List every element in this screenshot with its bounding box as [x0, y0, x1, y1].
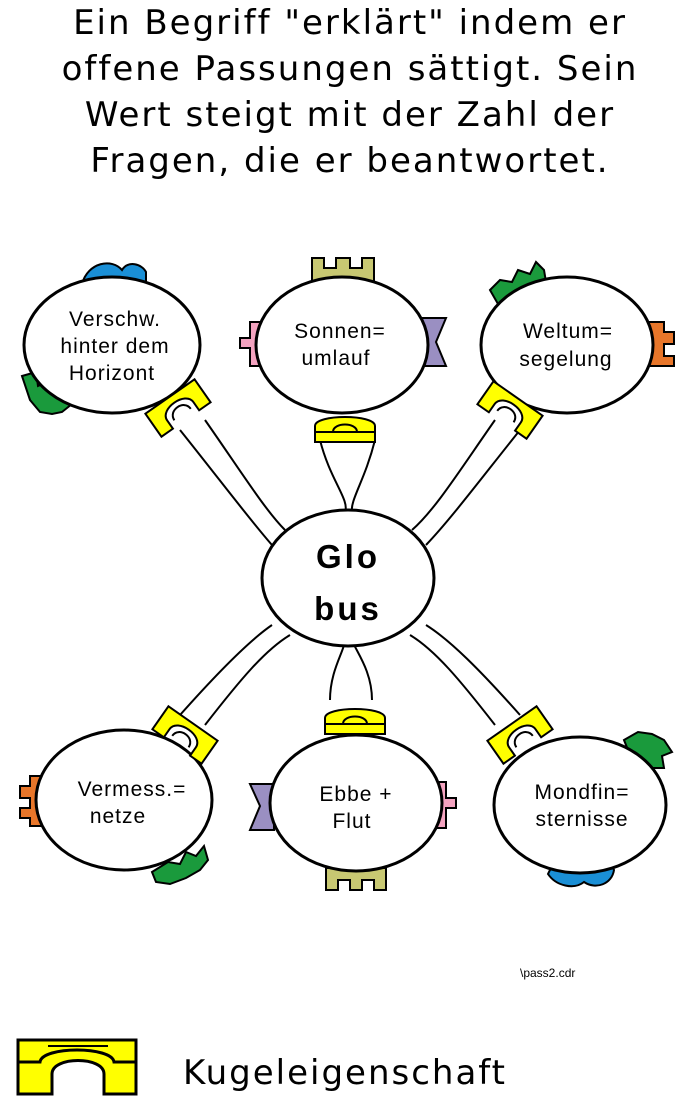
file-name-label: \pass2.cdr — [520, 966, 576, 980]
node-tide: Ebbe + Flut — [248, 708, 457, 891]
yellow-connector-icon — [314, 416, 376, 443]
heading: Ein Begriff "erklärt" indem er offene Pa… — [0, 0, 700, 184]
legend-label: Kugeleigenschaft — [183, 1053, 508, 1093]
node-eclipse-line-2: sternisse — [535, 808, 628, 831]
node-sun: Sonnen= umlauf — [239, 257, 448, 443]
node-sun-line-2: umlauf — [301, 347, 370, 370]
heading-line-2: offene Passungen sättigt. Sein — [61, 49, 639, 89]
node-world: Weltum= segelung — [476, 260, 675, 440]
center-label-line-2: bus — [314, 590, 382, 627]
node-horizon: Verschw. hinter dem Horizont — [20, 262, 212, 438]
node-eclipse-line-1: Mondfin= — [535, 781, 630, 804]
node-survey-line-2: netze — [90, 805, 146, 828]
olive-crenellation-icon — [325, 867, 387, 891]
heading-line-1: Ein Begriff "erklärt" indem er — [73, 3, 627, 43]
node-sun-line-1: Sonnen= — [294, 320, 386, 343]
node-horizon-line-1: Verschw. — [69, 308, 161, 331]
green-sawtooth-icon — [150, 843, 210, 886]
node-horizon-line-2: hinter dem — [60, 335, 169, 358]
node-survey: Vermess.= netze — [19, 705, 219, 886]
node-tide-line-2: Flut — [332, 810, 371, 833]
node-eclipse: Mondfin= sternisse — [486, 705, 674, 888]
olive-crenellation-icon — [311, 257, 375, 283]
node-world-line-2: segelung — [519, 348, 612, 371]
node-horizon-line-3: Horizont — [69, 362, 155, 385]
node-tide-line-1: Ebbe + — [319, 783, 392, 806]
center-node-globus: Glo bus — [260, 508, 436, 648]
center-label-line-1: Glo — [316, 538, 380, 575]
heading-line-4: Fragen, die er beantwortet. — [90, 141, 610, 181]
node-survey-line-1: Vermess.= — [78, 778, 187, 801]
legend-connector-icon — [16, 1038, 138, 1096]
node-world-line-1: Weltum= — [523, 320, 613, 343]
yellow-connector-icon — [324, 708, 386, 735]
heading-line-3: Wert steigt mit der Zahl der — [84, 95, 616, 135]
